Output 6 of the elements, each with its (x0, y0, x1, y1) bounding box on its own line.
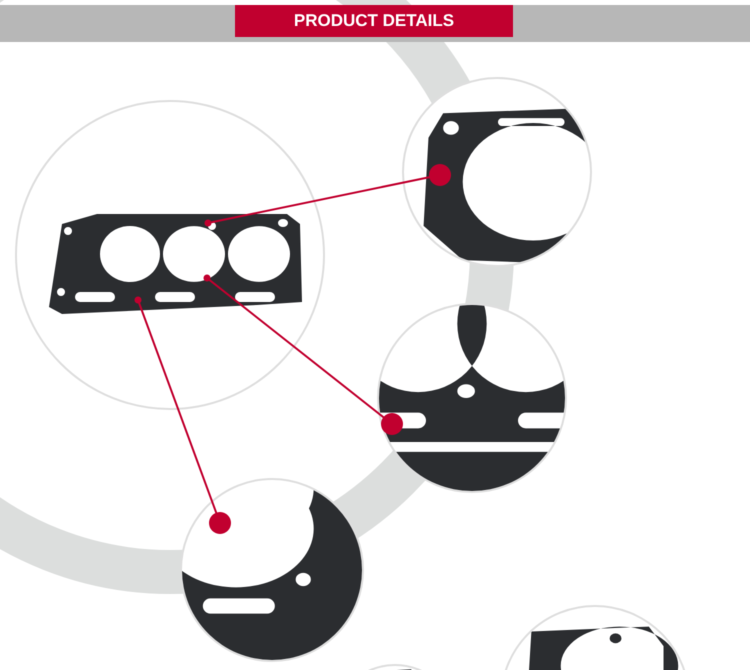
title-banner: PRODUCT DETAILS (235, 5, 513, 37)
leader-line (204, 164, 451, 226)
gasket-closeup-photo (379, 305, 565, 491)
leader-line (204, 274, 403, 435)
leader-line (134, 296, 231, 534)
gasket-photo (47, 212, 305, 316)
